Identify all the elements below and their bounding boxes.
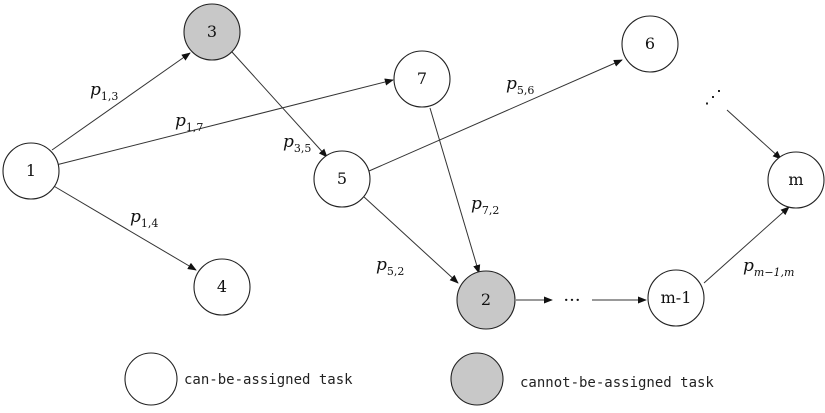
node-4: 4 <box>193 258 251 316</box>
legend: can-be-assigned task cannot-be-assigned … <box>124 352 714 406</box>
edge-1-7 <box>55 78 394 166</box>
node-1: 1 <box>2 142 60 200</box>
ellipsis-6-to-m: ⋰ <box>704 87 722 108</box>
node-3: 3 <box>183 3 241 61</box>
edge-label-p72: p7,2 <box>471 194 499 217</box>
edge-1-4 <box>51 184 197 271</box>
edge-label-p14: p1,4 <box>130 207 158 230</box>
node-m: m <box>767 151 825 209</box>
edges <box>51 51 790 304</box>
edge-label-p35: p3,5 <box>283 132 311 155</box>
legend-unassignable-label: cannot-be-assigned task <box>520 375 714 391</box>
ellipsis-2-to-m1: ··· <box>563 290 580 311</box>
node-7-label: 7 <box>417 69 427 88</box>
legend-unassignable-swatch <box>450 352 504 406</box>
edge-5-6 <box>368 59 623 172</box>
node-6-label: 6 <box>645 34 655 53</box>
node-m-label: m <box>788 170 803 189</box>
edge-label-p13: p1,3 <box>90 80 118 103</box>
edge-3-5 <box>231 51 328 158</box>
edge-label-p52: p5,2 <box>376 255 404 278</box>
node-2: 2 <box>456 270 516 330</box>
edge-7-2 <box>429 107 481 274</box>
edge-label-pm1m: pm−1,m <box>743 256 794 279</box>
node-3-label: 3 <box>207 22 217 41</box>
edge-label-p56: p5,6 <box>506 74 534 97</box>
nodes: 1 3 7 5 4 2 6 m <box>2 3 825 330</box>
node-m-minus-1-label: m-1 <box>661 288 692 307</box>
node-m-minus-1: m-1 <box>647 269 705 327</box>
edge-label-p17: p1,7 <box>175 111 203 134</box>
edge-5-2 <box>362 195 459 284</box>
node-5-label: 5 <box>337 169 347 188</box>
legend-assignable-swatch <box>124 352 178 406</box>
edge-1-3 <box>51 52 191 151</box>
edge-m1-m <box>703 206 790 284</box>
edge-dots-m <box>726 109 782 160</box>
node-4-label: 4 <box>217 277 227 296</box>
node-5: 5 <box>313 150 371 208</box>
node-2-label: 2 <box>481 290 491 309</box>
node-7: 7 <box>393 50 451 108</box>
node-1-label: 1 <box>26 161 36 180</box>
legend-assignable-label: can-be-assigned task <box>184 372 353 388</box>
node-6: 6 <box>621 15 679 73</box>
